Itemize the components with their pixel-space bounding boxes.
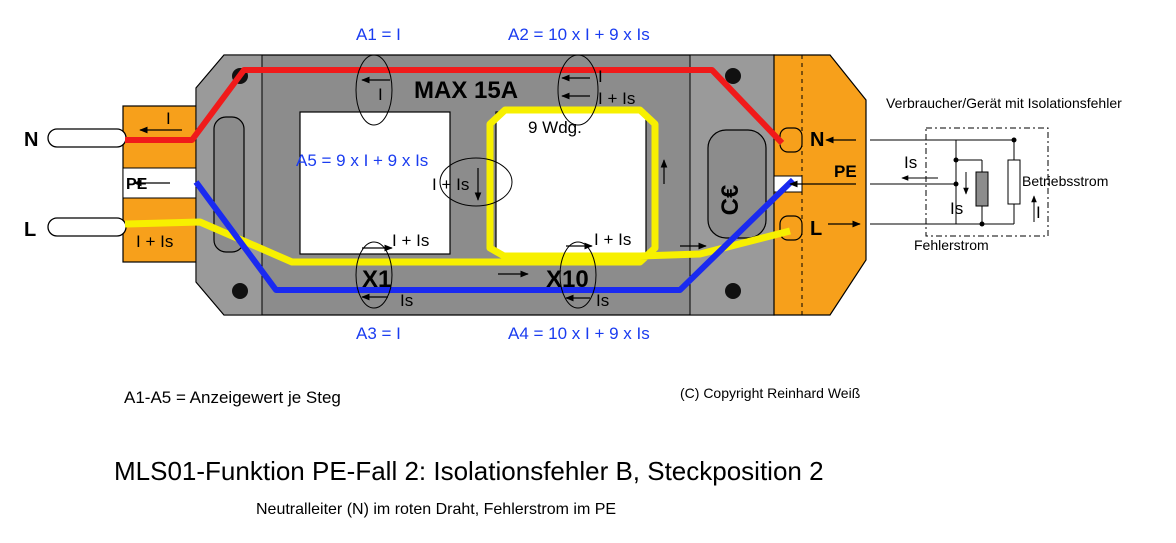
load-fehlerstrom: Fehlerstrom xyxy=(914,237,989,253)
current-x1-bottom: Is xyxy=(400,291,413,310)
yellow-wire xyxy=(124,106,791,266)
current-x10-top: I + Is xyxy=(594,230,631,249)
load-i-branch: I xyxy=(1036,203,1041,222)
fault-resistor-icon xyxy=(975,171,989,207)
current-x10-bottom: Is xyxy=(596,291,609,310)
left-terminal-n: N xyxy=(24,129,38,151)
red-wire xyxy=(125,67,785,146)
load-is-branch: Is xyxy=(950,199,963,218)
ce-mark: C€ xyxy=(717,185,744,216)
current-x1-top: I + Is xyxy=(392,231,429,250)
load-circuit xyxy=(870,127,1049,237)
left-terminal-l: L xyxy=(24,219,36,241)
annotation-a4: A4 = 10 x I + 9 x Is xyxy=(508,324,650,343)
housing xyxy=(195,54,775,316)
annotation-a3: A3 = I xyxy=(356,324,401,343)
legend-text: A1-A5 = Anzeigewert je Steg xyxy=(124,388,341,407)
current-a2-bottom: I + Is xyxy=(598,89,635,108)
current-plug-n: I xyxy=(166,109,171,128)
annotation-a2: A2 = 10 x I + 9 x Is xyxy=(508,25,650,44)
screw-icon xyxy=(725,68,741,84)
current-a2-top: I xyxy=(598,67,603,86)
annotation-a1: A1 = I xyxy=(356,25,401,44)
max-current-label: MAX 15A xyxy=(414,77,518,104)
terminal-x1-label: X1 xyxy=(362,266,391,293)
load-resistor-icon xyxy=(1007,159,1021,205)
left-terminal-pe: PE xyxy=(126,176,148,193)
diagram-subtitle: Neutralleiter (N) im roten Draht, Fehler… xyxy=(256,501,616,518)
screw-icon xyxy=(725,283,741,299)
screw-icon xyxy=(232,283,248,299)
right-terminal-l: L xyxy=(810,218,822,240)
current-a1: I xyxy=(378,85,383,104)
right-terminal-n: N xyxy=(810,129,824,151)
terminal-x10-label: X10 xyxy=(546,266,589,293)
annotation-a5: A5 = 9 x I + 9 x Is xyxy=(296,151,428,170)
current-plug-l: I + Is xyxy=(136,232,173,251)
load-title: Verbraucher/Gerät mit Isolationsfehler xyxy=(886,95,1122,111)
load-is-out: Is xyxy=(904,153,917,172)
plug-prongs xyxy=(47,128,127,237)
copyright-text: (C) Copyright Reinhard Weiß xyxy=(680,385,860,401)
right-terminal-pe: PE xyxy=(834,162,857,181)
measure-ellipses xyxy=(355,54,599,309)
current-arrows xyxy=(133,74,861,302)
windings-label: 9 Wdg. xyxy=(528,118,582,137)
load-betriebsstrom: Betriebsstrom xyxy=(1022,173,1108,189)
diagram-title: MLS01-Funktion PE-Fall 2: Isolationsfehl… xyxy=(114,456,824,486)
current-a5: I + Is xyxy=(432,175,469,194)
blue-wire xyxy=(193,177,796,293)
